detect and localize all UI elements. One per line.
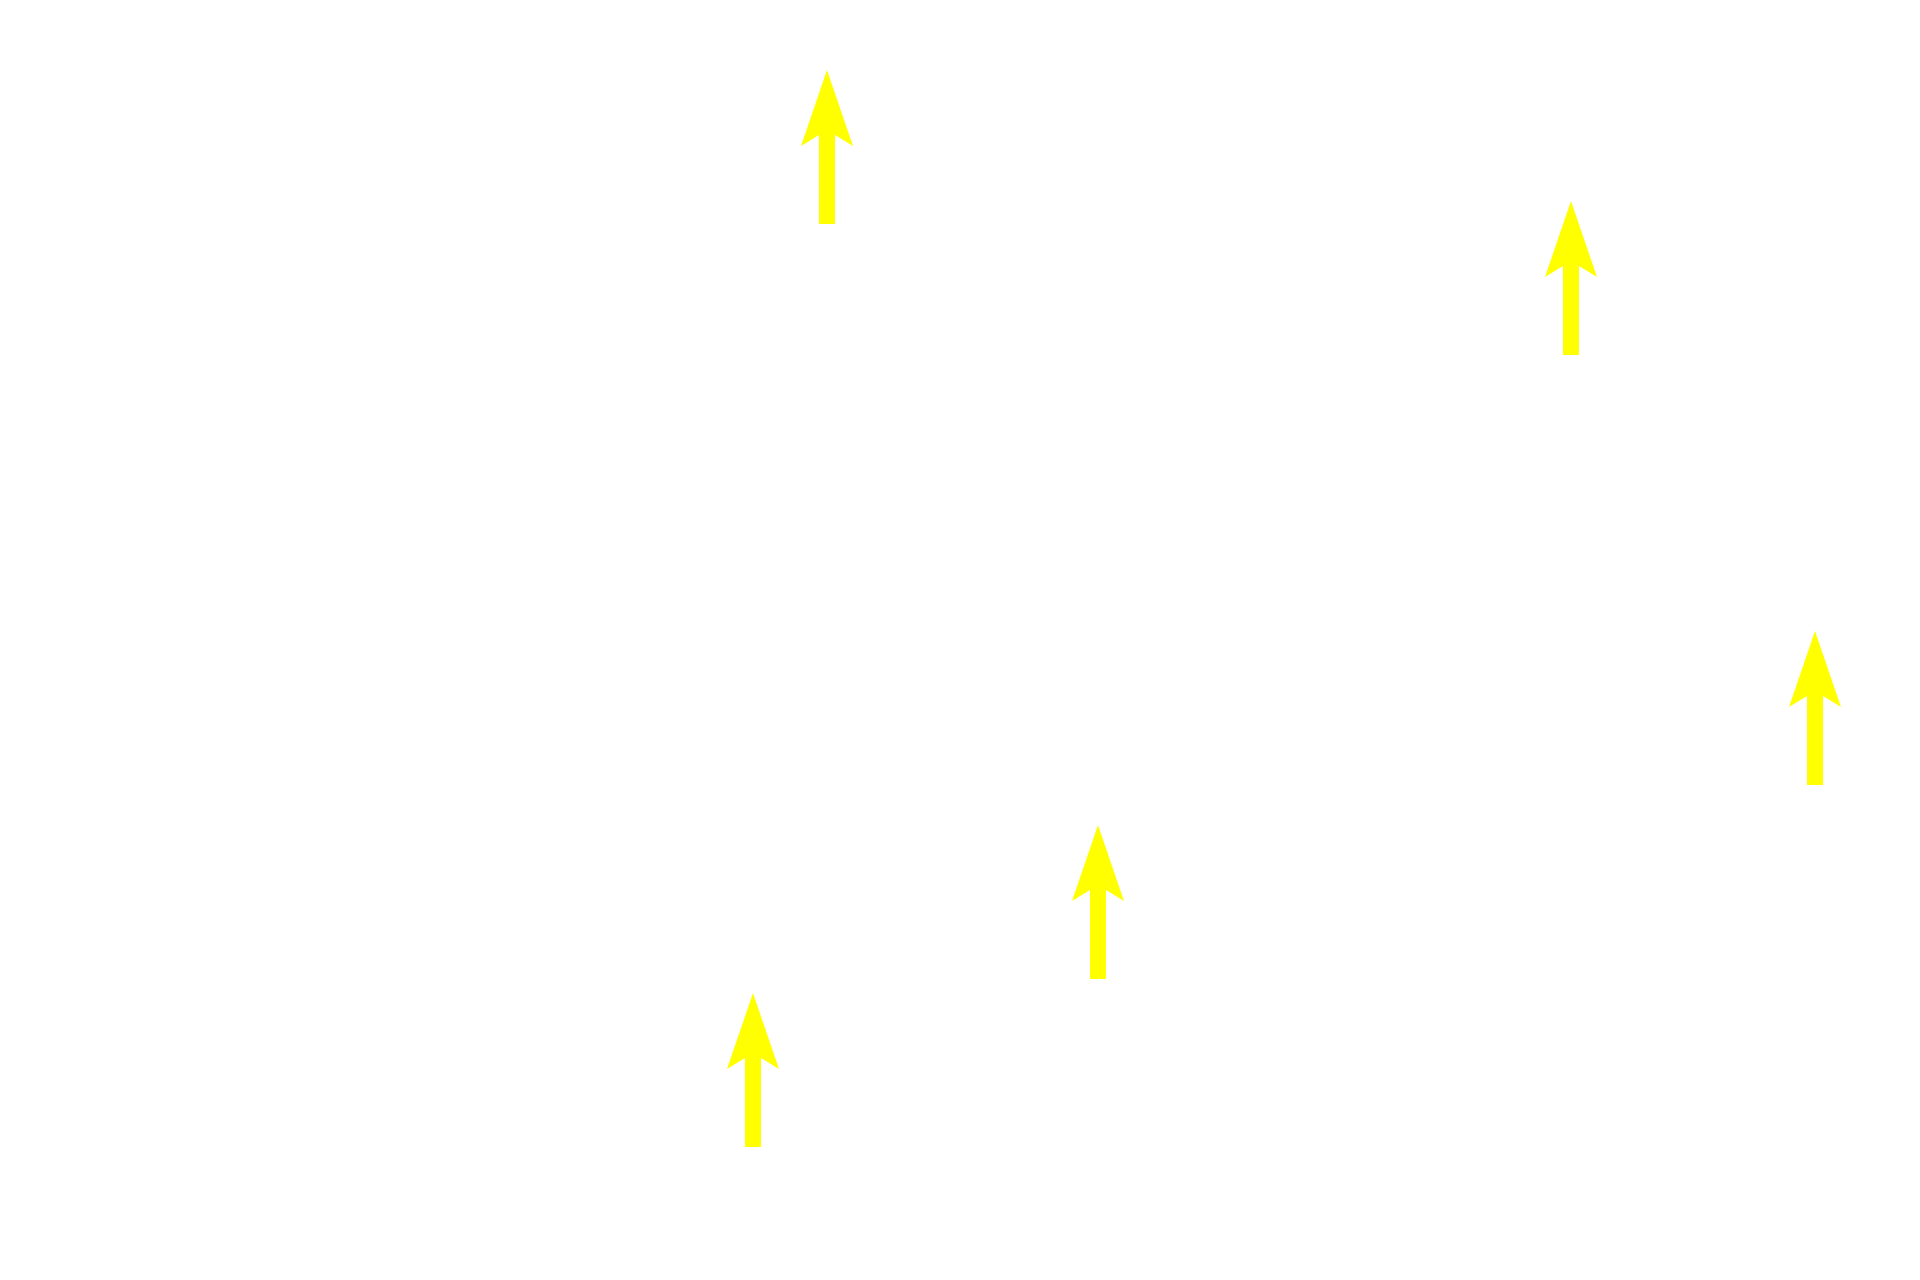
arrow-up-icon xyxy=(723,991,783,1151)
arrow-up-icon xyxy=(1785,629,1845,789)
arrow-up-icon xyxy=(1068,823,1128,983)
arrow-up-icon xyxy=(1541,199,1601,359)
arrow-up-icon xyxy=(797,68,857,228)
